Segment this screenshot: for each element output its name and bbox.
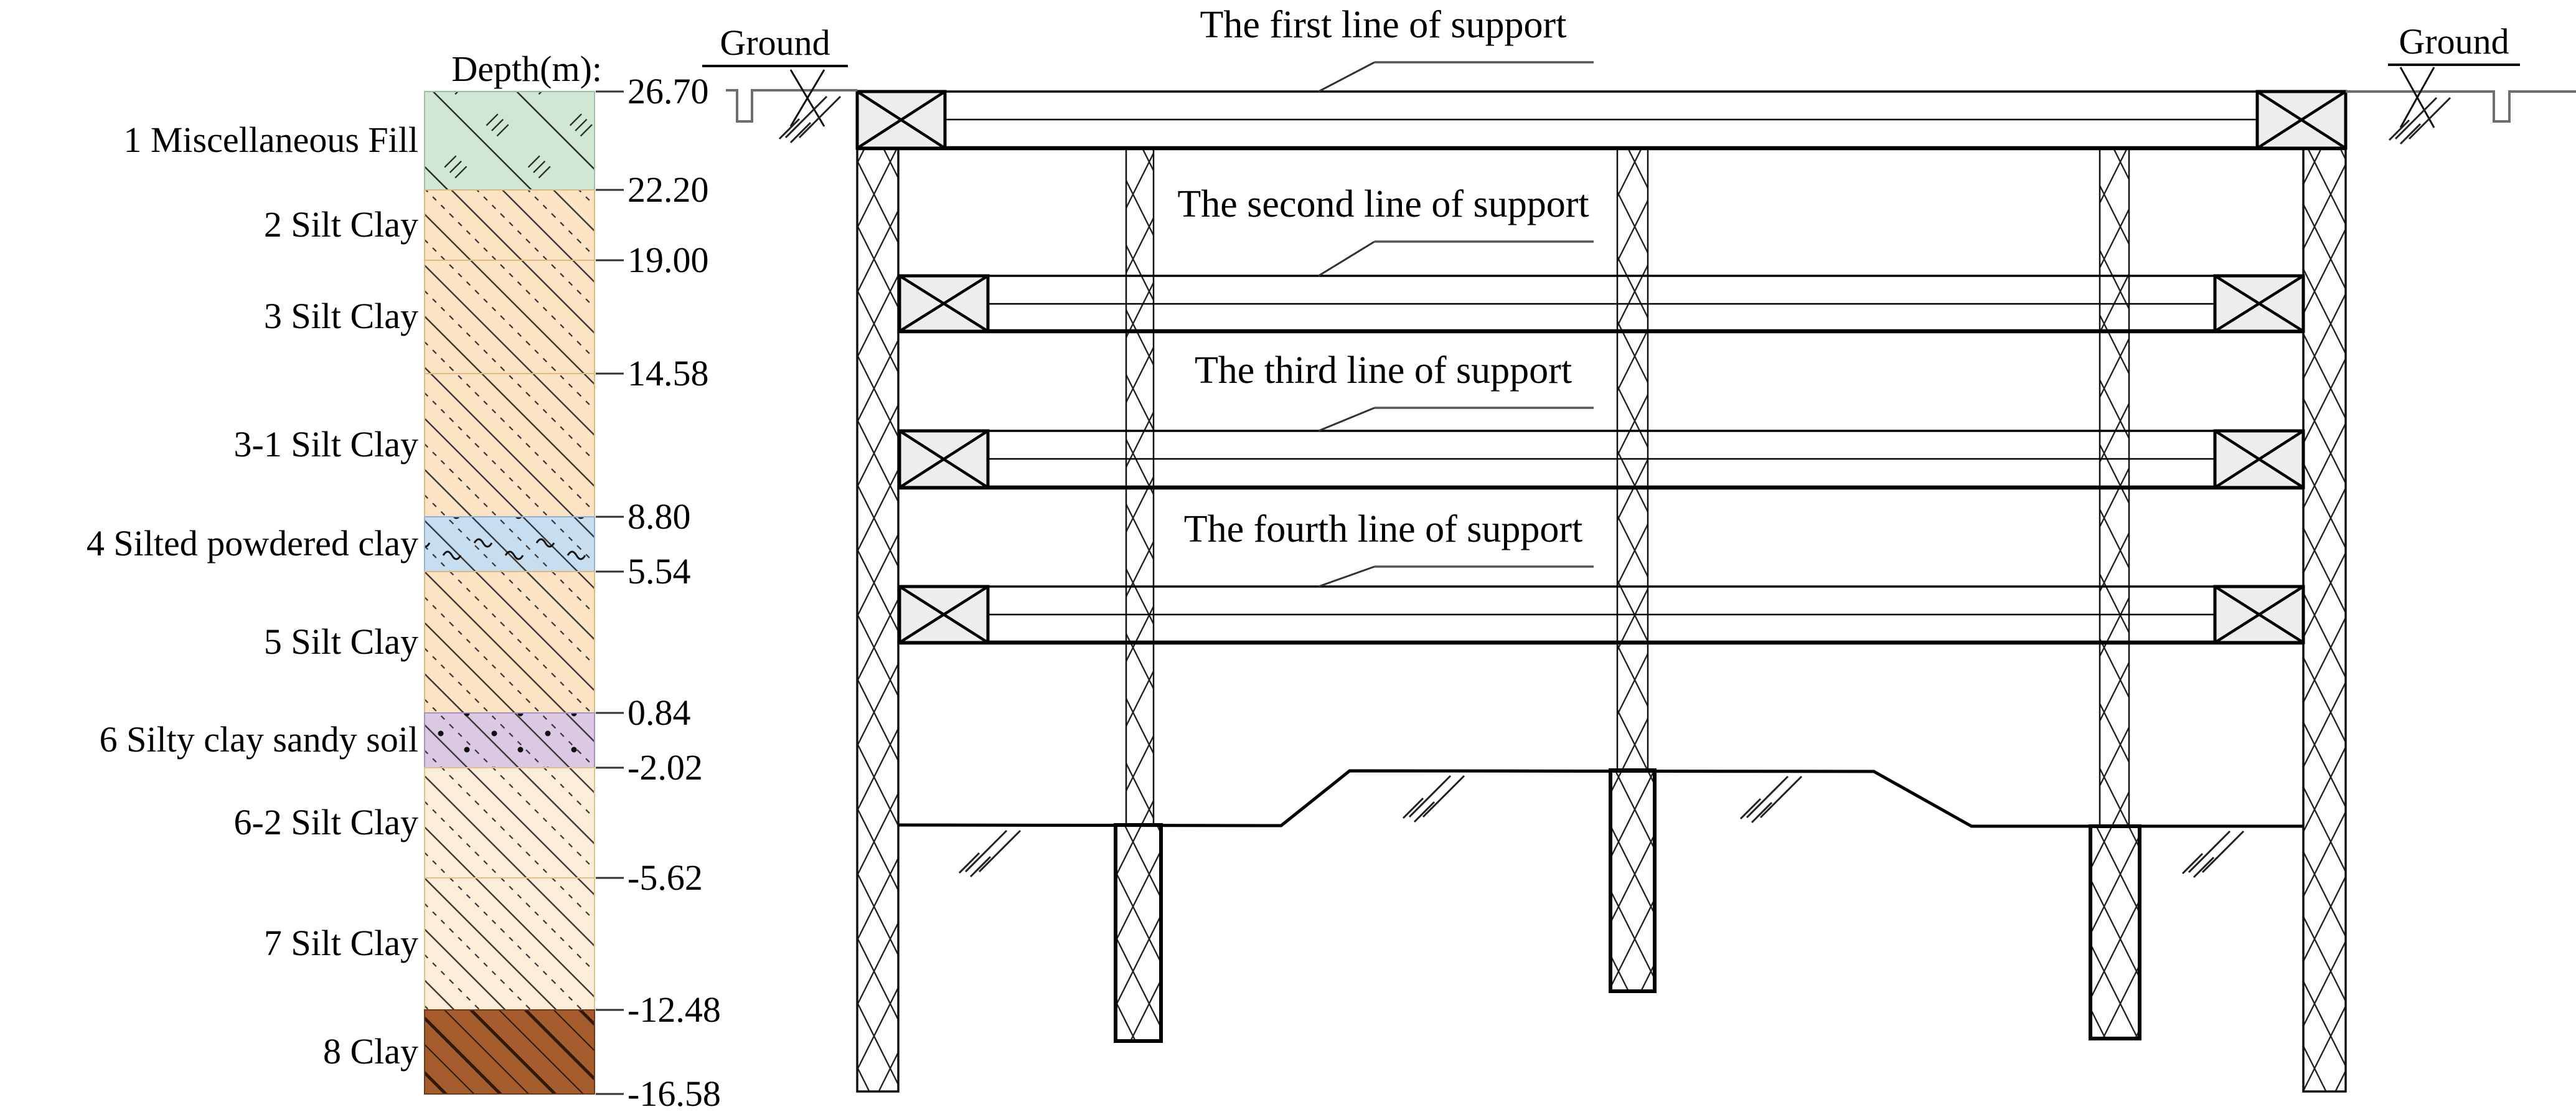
soil-layer	[424, 877, 595, 1011]
strut-end-box	[2213, 429, 2305, 489]
soil-layer-label: 6-2 Silt Clay	[233, 801, 418, 842]
depth-value: 22.20	[628, 169, 709, 210]
ground-line-left	[726, 89, 857, 123]
depth-axis-title: Depth(m):	[451, 49, 602, 89]
depth-value: 26.70	[628, 71, 709, 111]
ground-hatch-icon	[1739, 775, 1803, 824]
soil-layer	[424, 1009, 595, 1095]
strut-end-box	[898, 585, 990, 644]
soil-layer	[424, 91, 595, 191]
ground-level-marker-icon	[778, 69, 842, 144]
depth-value: -12.48	[628, 989, 721, 1030]
support-label-fourth: The fourth line of support	[1183, 508, 1583, 550]
soil-layer-label: 4 Silted powdered clay	[86, 523, 418, 563]
soil-layer-label: 7 Silt Clay	[263, 923, 418, 963]
soil-layer	[424, 516, 595, 572]
depth-value: 8.80	[628, 496, 691, 537]
strut-end-box	[2213, 585, 2305, 644]
support-label-leader	[1318, 407, 1594, 432]
ground-level-marker-icon	[2388, 67, 2451, 145]
strut-end-box	[898, 274, 990, 333]
depth-value: 19.00	[628, 240, 709, 280]
soil-layer-label: 6 Silty clay sandy soil	[99, 719, 418, 760]
soil-layer-label: 3 Silt Clay	[263, 296, 418, 336]
depth-value: 5.54	[628, 551, 691, 591]
support-label-leader	[1318, 565, 1594, 588]
soil-layer	[424, 189, 595, 261]
ground-hatch-icon	[2181, 830, 2245, 879]
ground-hatch-icon	[958, 829, 1022, 878]
support-label-leader	[1318, 240, 1594, 277]
depth-value: -2.02	[628, 747, 703, 788]
soil-layer-label: 1 Miscellaneous Fill	[123, 120, 418, 160]
soil-layer	[424, 767, 595, 879]
depth-value: 0.84	[628, 692, 691, 733]
support-label-leader	[1318, 61, 1594, 93]
depth-value: -5.62	[628, 857, 703, 898]
support-label-third: The third line of support	[1194, 349, 1572, 392]
depth-value: 14.58	[628, 353, 709, 394]
soil-layer-label: 5 Silt Clay	[263, 621, 418, 662]
soil-layer	[424, 571, 595, 714]
soil-layer	[424, 712, 595, 768]
soil-layer-label: 8 Clay	[322, 1030, 418, 1072]
soil-column	[424, 91, 595, 1095]
soil-layer-label: 3-1 Silt Clay	[233, 424, 418, 464]
soil-layer	[424, 373, 595, 517]
support-label-second: The second line of support	[1177, 183, 1589, 225]
depth-ticks	[596, 90, 624, 1095]
strut-end-box	[2255, 90, 2348, 150]
soil-layer	[424, 260, 595, 374]
ground-label-right: Ground	[2388, 22, 2520, 66]
soil-layer-label: 2 Silt Clay	[263, 204, 418, 245]
ground-label-left: Ground	[702, 24, 848, 67]
excavation-bottom-line	[898, 769, 2303, 828]
strut-end-box	[855, 90, 947, 150]
depth-value: -16.58	[628, 1073, 721, 1114]
ground-hatch-icon	[1402, 775, 1465, 823]
strut-end-box	[898, 429, 990, 489]
strut-end-box	[2213, 274, 2305, 333]
support-label-first: The first line of support	[1200, 4, 1567, 46]
support-structure	[726, 61, 2576, 1093]
ground-line-right	[2346, 90, 2576, 123]
